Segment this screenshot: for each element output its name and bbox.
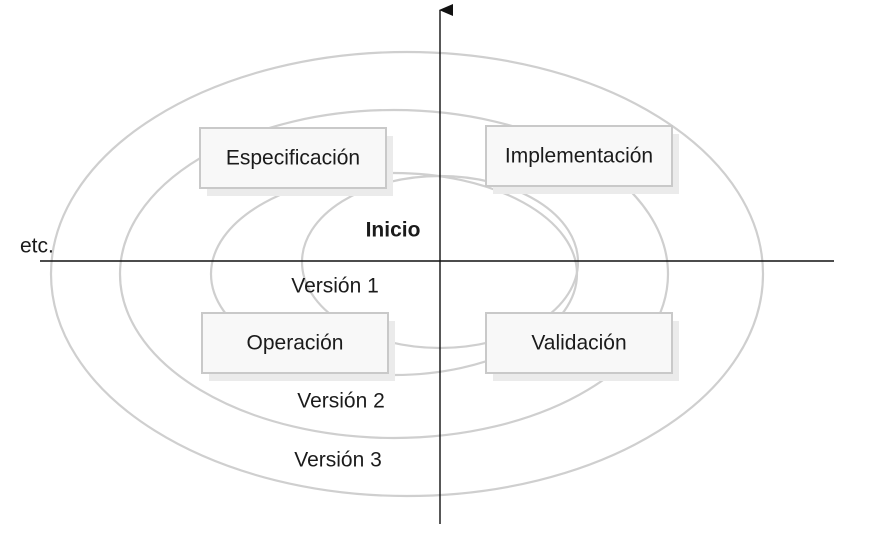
quadrant-label-validation: Validación <box>531 332 626 355</box>
center-label-start: Inicio <box>366 219 421 242</box>
quadrant-box-bottom-right: Validación <box>485 312 679 381</box>
version-label-2: Versión 2 <box>297 390 385 413</box>
ring-version-3 <box>49 50 765 498</box>
quadrant-box-bottom-left: Operación <box>201 312 395 381</box>
ring-version-2 <box>118 108 670 440</box>
quadrant-label-specification: Especificación <box>226 147 360 170</box>
version-label-1: Versión 1 <box>291 275 379 298</box>
quadrant-box-top-right: Implementación <box>485 125 679 194</box>
quadrant-box-top-left: Especificación <box>199 127 393 196</box>
quadrant-label-operation: Operación <box>247 332 344 355</box>
version-label-3: Versión 3 <box>294 449 382 472</box>
quadrant-label-implementation: Implementación <box>505 145 653 168</box>
continuation-label: etc. <box>20 235 54 258</box>
